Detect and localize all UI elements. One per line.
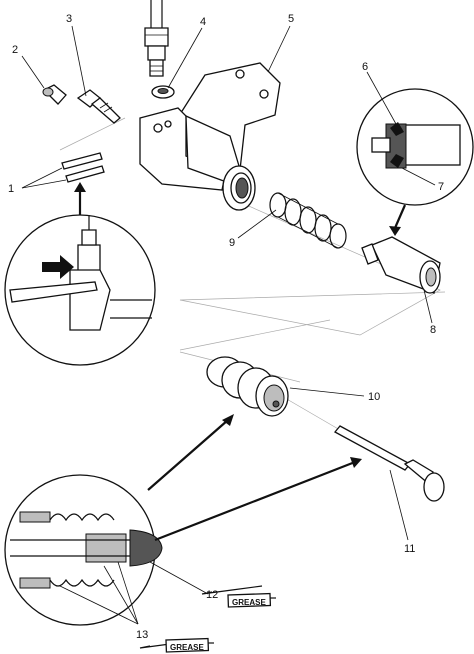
roll-pin-removal-detail bbox=[4, 214, 156, 366]
grease-label-13: GREASE bbox=[170, 643, 204, 652]
callout-10: 10 bbox=[368, 391, 380, 403]
grease-label-12: GREASE bbox=[232, 598, 266, 607]
dust-boot bbox=[206, 356, 289, 417]
master-cylinder-body bbox=[139, 62, 281, 211]
push-rod bbox=[333, 425, 445, 502]
callout-8: 8 bbox=[430, 324, 436, 336]
line-fitting bbox=[144, 0, 169, 77]
boot-section-detail bbox=[4, 474, 163, 626]
callout-11: 11 bbox=[404, 543, 415, 555]
piston-assembly bbox=[361, 236, 441, 294]
callout-5: 5 bbox=[288, 13, 294, 25]
callout-6: 6 bbox=[362, 61, 368, 73]
bleeder-cap bbox=[42, 84, 67, 105]
grease-tube-12 bbox=[201, 585, 276, 608]
roll-pins bbox=[61, 152, 105, 183]
callout-3: 3 bbox=[66, 13, 72, 25]
rod-detail-arrow bbox=[154, 460, 356, 542]
callout-1: 1 bbox=[8, 183, 14, 195]
bleeder-screw bbox=[76, 89, 121, 124]
callout-2: 2 bbox=[12, 44, 18, 56]
boot-detail-arrow bbox=[147, 419, 229, 491]
callout-labels: 1 2 3 4 5 6 7 8 9 10 11 12 13 bbox=[8, 13, 444, 641]
callout-leader-lines bbox=[21, 25, 436, 625]
callout-7: 7 bbox=[438, 181, 444, 193]
detail-to-piston-arrow bbox=[393, 204, 407, 229]
sealing-washer bbox=[151, 85, 175, 99]
callout-12: 12 bbox=[206, 589, 218, 601]
piston-seal-detail bbox=[356, 88, 474, 206]
callout-4: 4 bbox=[200, 16, 206, 28]
callout-13: 13 bbox=[136, 629, 148, 641]
return-spring bbox=[269, 192, 347, 249]
grease-tube-13 bbox=[139, 637, 214, 653]
callout-9: 9 bbox=[229, 237, 235, 249]
